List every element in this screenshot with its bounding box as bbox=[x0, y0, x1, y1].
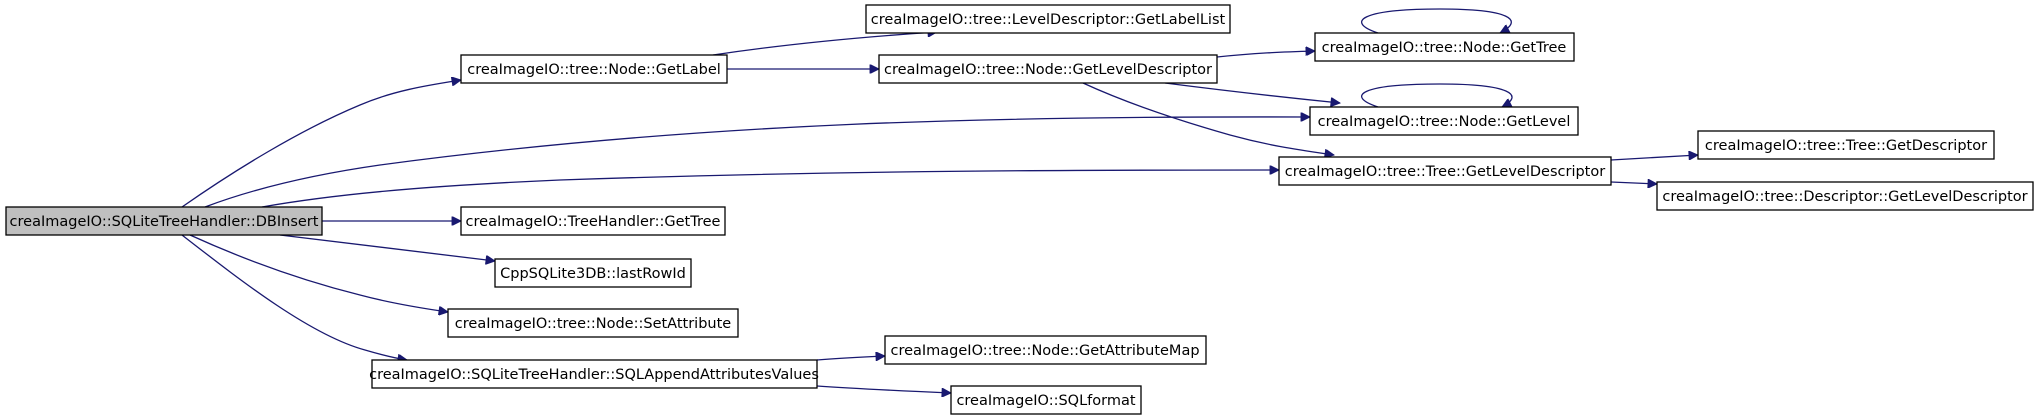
node-label: creaImageIO::tree::Node::SetAttribute bbox=[455, 316, 732, 332]
edges bbox=[181, 8, 1698, 393]
edge-getlabel-getlabellist bbox=[712, 32, 937, 56]
node-getattributemap[interactable]: creaImageIO::tree::Node::GetAttributeMap bbox=[884, 335, 1207, 365]
node-label: creaImageIO::SQLiteTreeHandler::DBInsert bbox=[10, 214, 319, 230]
node-label: creaImageIO::SQLiteTreeHandler::SQLAppen… bbox=[369, 367, 819, 383]
node-lastrowid[interactable]: CppSQLite3DB::lastRowId bbox=[494, 258, 692, 288]
node-label: creaImageIO::tree::Node::GetAttributeMap bbox=[890, 343, 1199, 359]
edge-nodegetleveldescriptor-treegetleveldescriptor bbox=[1082, 82, 1334, 155]
edge-nodegetleveldescriptor-getlevel bbox=[1164, 82, 1340, 103]
edge-getlevel-self bbox=[1360, 83, 1512, 108]
node-label: creaImageIO::tree::LevelDescriptor::GetL… bbox=[871, 12, 1226, 28]
node-treehandler-gettree[interactable]: creaImageIO::TreeHandler::GetTree bbox=[460, 206, 726, 236]
edge-treegetleveldescriptor-getdescriptor bbox=[1610, 155, 1698, 161]
edge-dbinsert-treegetleveldescriptor bbox=[261, 170, 1279, 208]
node-label: creaImageIO::tree::Descriptor::GetLevelD… bbox=[1662, 189, 2027, 205]
node-getlevel[interactable]: creaImageIO::tree::Node::GetLevel bbox=[1309, 106, 1579, 136]
node-getlabel[interactable]: creaImageIO::tree::Node::GetLabel bbox=[460, 54, 728, 84]
node-label: creaImageIO::TreeHandler::GetTree bbox=[466, 214, 721, 230]
edge-sqlappend-getattributemap bbox=[816, 356, 885, 360]
edge-gettree-self bbox=[1360, 8, 1512, 34]
node-label: creaImageIO::tree::Node::GetLevelDescrip… bbox=[884, 62, 1212, 78]
edge-dbinsert-setattribute bbox=[189, 234, 448, 312]
edge-dbinsert-sqlappend bbox=[181, 234, 407, 360]
node-setattribute[interactable]: creaImageIO::tree::Node::SetAttribute bbox=[447, 308, 739, 338]
node-label: creaImageIO::tree::Node::GetLevel bbox=[1318, 114, 1571, 130]
node-label: creaImageIO::tree::Node::GetLabel bbox=[467, 62, 721, 78]
node-getlabellist[interactable]: creaImageIO::tree::LevelDescriptor::GetL… bbox=[865, 4, 1231, 34]
edge-dbinsert-lastrowid bbox=[279, 234, 495, 261]
node-node-getleveldescriptor[interactable]: creaImageIO::tree::Node::GetLevelDescrip… bbox=[878, 54, 1218, 84]
node-dbinsert[interactable]: creaImageIO::SQLiteTreeHandler::DBInsert bbox=[5, 206, 323, 236]
node-label: creaImageIO::tree::Node::GetTree bbox=[1322, 40, 1567, 56]
node-label: creaImageIO::tree::Tree::GetLevelDescrip… bbox=[1285, 164, 1605, 180]
edge-dbinsert-getlevel bbox=[204, 117, 1310, 208]
node-tree-getleveldescriptor[interactable]: creaImageIO::tree::Tree::GetLevelDescrip… bbox=[1278, 156, 1612, 186]
node-gettree[interactable]: creaImageIO::tree::Node::GetTree bbox=[1314, 32, 1575, 62]
edge-nodegetleveldescriptor-gettree bbox=[1216, 51, 1315, 58]
node-getdescriptor[interactable]: creaImageIO::tree::Tree::GetDescriptor bbox=[1697, 130, 1995, 160]
node-label: CppSQLite3DB::lastRowId bbox=[500, 266, 686, 282]
node-sqlformat[interactable]: creaImageIO::SQLformat bbox=[950, 385, 1142, 415]
edge-sqlappend-sqlformat bbox=[816, 385, 951, 393]
node-label: creaImageIO::tree::Tree::GetDescriptor bbox=[1705, 138, 1987, 154]
node-descriptor-getleveldescriptor[interactable]: creaImageIO::tree::Descriptor::GetLevelD… bbox=[1656, 181, 2034, 211]
node-sqlappendattributesvalues[interactable]: creaImageIO::SQLiteTreeHandler::SQLAppen… bbox=[369, 359, 819, 389]
edge-treegetleveldescriptor-descriptorgetleveldescriptor bbox=[1610, 182, 1657, 184]
edge-dbinsert-getlabel bbox=[181, 80, 461, 208]
node-label: creaImageIO::SQLformat bbox=[956, 393, 1135, 409]
